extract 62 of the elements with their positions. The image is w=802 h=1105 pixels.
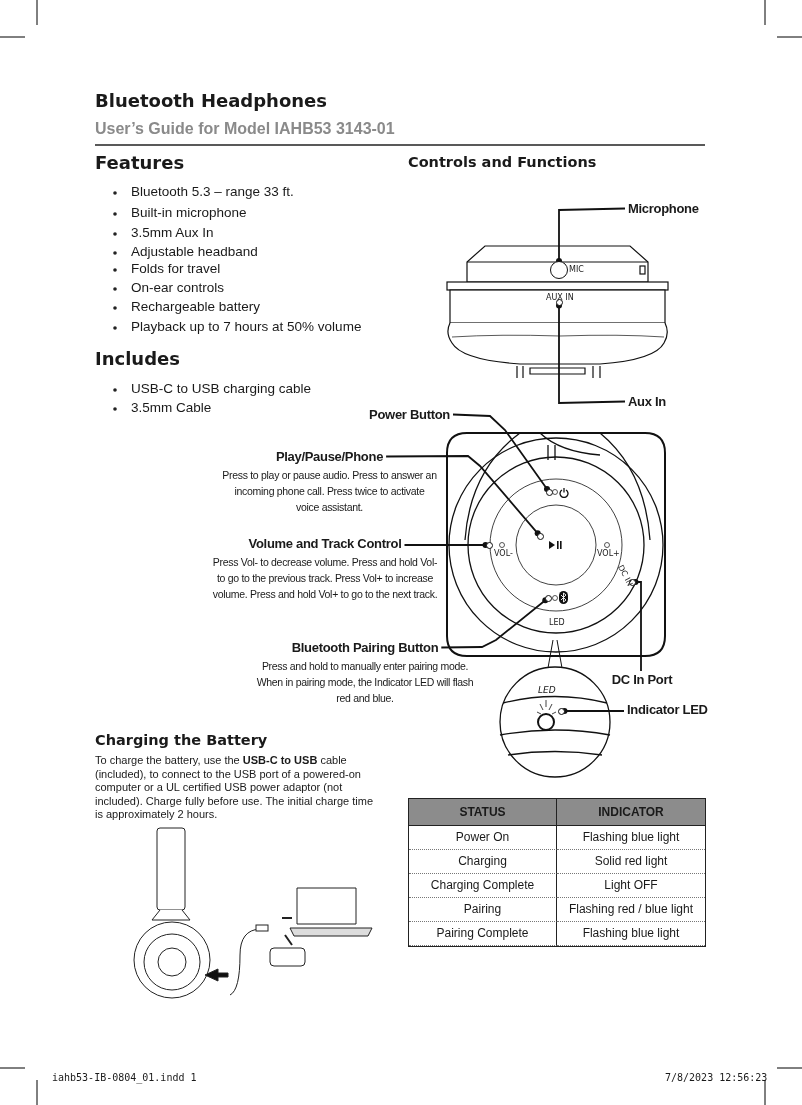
table-cell: Charging Complete [409,874,557,898]
table-cell: Power On [409,826,557,850]
port-label: DC IN [616,563,635,588]
section-heading: Charging the Battery [95,732,268,748]
power-button [545,488,553,496]
pairing-button [544,594,552,602]
callout-label: Aux In [628,394,666,409]
bullet-item: Adjustable headband [131,244,258,259]
leader-line [561,708,625,714]
table-cell: Pairing [409,898,557,922]
bullet-item: USB-C to USB charging cable [131,381,312,396]
table-cell: Solid red light [557,850,705,874]
button-label: VOL+ [597,549,620,558]
bullet-item: Folds for travel [131,261,221,276]
callout-description: Press to play or pause audio. Press to answer an incoming phone call. Press twice to activate voice assistant. [222,468,437,515]
instruction-paragraph: To charge the battery, use the USB-C to USB cable (included), to connect to the USB port of a powered-on computer or a UL certified USB power adaptor (not included). Charge fully before use. The initial charge time is approximately 2 hours. [95,754,374,822]
leader-line [403,542,489,548]
port-label: AUX IN [546,293,574,302]
table-cell: Flashing red / blue light [557,898,705,922]
callout-title: Play/Pause/Phone [275,449,384,464]
table-cell: Charging [409,850,557,874]
table-cell: Pairing Complete [409,922,557,946]
leader-line [556,207,626,264]
bullet-item: Rechargeable battery [131,299,261,314]
led-label: LED [538,685,556,695]
section-heading: Features [95,152,185,173]
leader-line [556,302,626,404]
section-heading: Includes [95,348,180,369]
date-time-slug: 7/8/2023 12:56:23 [665,1072,768,1083]
bullet-item: Built-in microphone [131,205,247,220]
callout-title: Bluetooth Pairing Button [291,640,439,655]
play-pause-button [536,532,544,540]
leader-line [440,597,549,649]
bullet-item: On-ear controls [131,280,225,295]
leader-line [632,579,642,672]
document-title: Bluetooth Headphones [95,90,328,111]
leader-line [452,413,550,493]
file-name-slug: iahb53-IB-0804_01.indd 1 [52,1072,197,1083]
callout-label: DC In Port [600,672,684,687]
button-label: VOL- [494,549,513,558]
table-header-cell: INDICATOR [557,799,705,826]
callout-label: Power Button [340,407,450,422]
volume-button [485,541,493,549]
table-cell: Flashing blue light [557,826,705,850]
table-cell: Flashing blue light [557,922,705,946]
indicator-led [557,707,565,715]
table-header-cell: STATUS [409,799,557,826]
callout-title: Volume and Track Control [248,536,402,551]
bullet-item: 3.5mm Cable [131,400,212,415]
callout-label: Microphone [628,201,699,216]
callout-description: Press and hold to manually enter pairing mode. When in pairing mode, the Indicator LED will flash red and blue. [255,659,475,706]
aux-port [555,298,563,306]
bullet-item: Bluetooth 5.3 – range 33 ft. [131,184,294,199]
led-label: LED [549,618,565,627]
callout-label: Indicator LED [627,702,708,717]
bullet-item: Playback up to 7 hours at 50% volume [131,319,362,334]
leader-line [385,455,541,537]
subtitle: User’s Guide for Model IAHB53 3143-01 [95,120,395,138]
section-heading: Controls and Functions [408,154,597,170]
table-cell: Light OFF [557,874,705,898]
callout-description: Press Vol- to decrease volume. Press and hold Vol- to go to the previous track. Press Vol+ to increase volume. Press and hold Vol+ to go to the next track. [212,555,438,602]
bullet-item: 3.5mm Aux In [131,225,214,240]
